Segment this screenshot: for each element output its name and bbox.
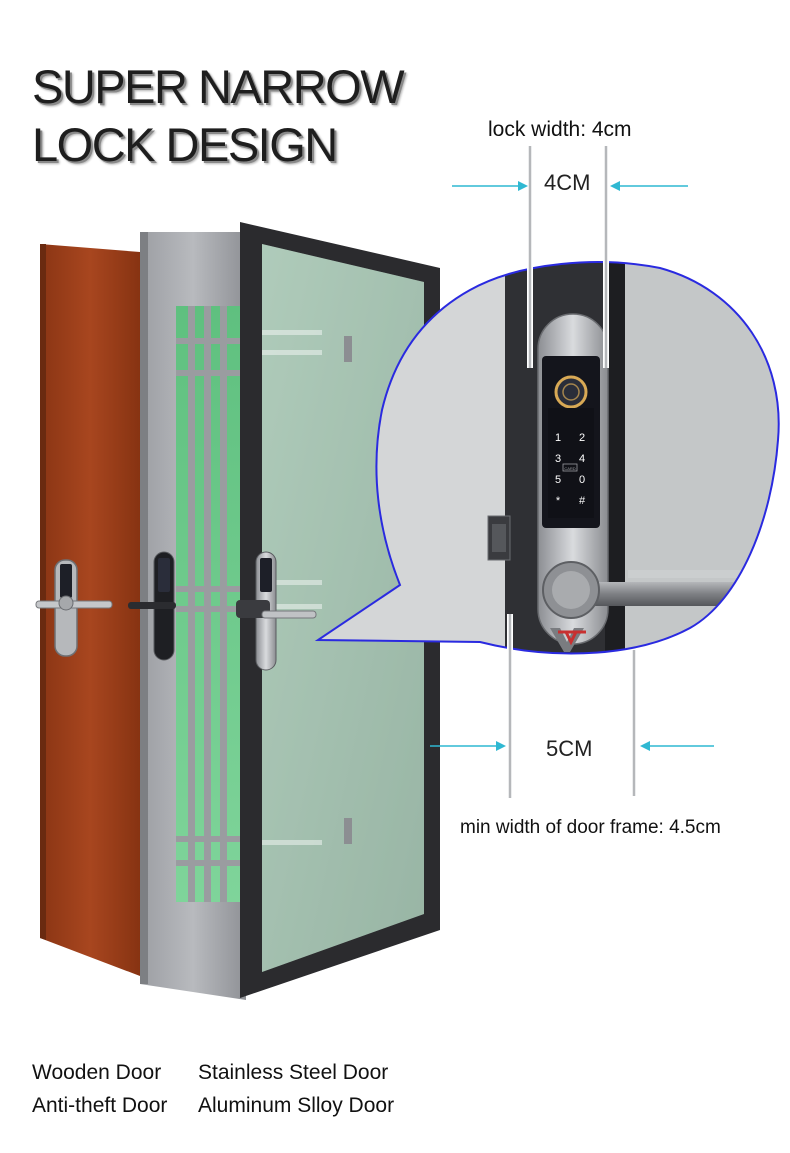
door-type-stainless-steel: Stainless Steel Door: [198, 1061, 389, 1084]
key-star: *: [556, 495, 561, 507]
stainless-steel-door: [128, 232, 246, 1000]
headline-line-2: LOCK DESIGN: [32, 118, 338, 171]
key-5: 5: [555, 474, 561, 486]
lock-callout: 1 2 3 4 5 0 * # CARD WAFU: [314, 261, 780, 655]
wafu-logo-icon: [550, 628, 586, 652]
headline-line-1: SUPER NARROW: [32, 60, 405, 113]
frame-width-dimension: [430, 614, 714, 798]
key-hash: #: [579, 495, 586, 507]
lock-dimension-label: 4CM: [544, 170, 591, 195]
card-label: CARD: [564, 466, 575, 471]
frame-width-label: min width of door frame: 4.5cm: [460, 817, 721, 838]
door-type-aluminum: Aluminum Slloy Door: [198, 1094, 395, 1117]
lock-width-label: lock width: 4cm: [488, 118, 632, 141]
key-2: 2: [579, 432, 585, 444]
wooden-door: [35, 244, 140, 976]
door-type-wooden: Wooden Door: [32, 1061, 162, 1084]
key-3: 3: [555, 453, 561, 465]
lock-width-dimension: [452, 146, 688, 368]
door-types-row: Anti-theft Door Aluminum Slloy Door: [32, 1089, 394, 1122]
door-types-list: Wooden Door Stainless Steel Door Anti-th…: [32, 1056, 394, 1122]
key-0: 0: [579, 474, 585, 486]
headline: SUPER NARROW LOCK DESIGN: [32, 58, 405, 174]
frame-dimension-label: 5CM: [546, 736, 593, 761]
door-type-anti-theft: Anti-theft Door: [32, 1094, 168, 1117]
door-types-row: Wooden Door Stainless Steel Door: [32, 1056, 394, 1089]
key-1: 1: [555, 432, 561, 444]
key-4: 4: [579, 453, 585, 465]
